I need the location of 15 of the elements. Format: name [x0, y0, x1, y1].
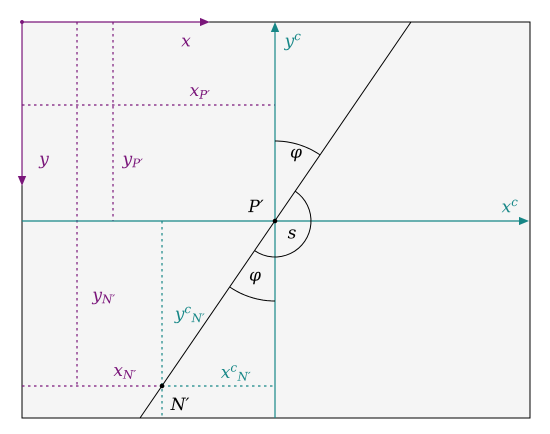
axis-label: y$^{c}$N′: [174, 306, 205, 324]
axis-label: N′: [170, 398, 190, 410]
axis-label: x$_{P′}$: [190, 87, 210, 99]
axis-label: y$_{N′}$: [92, 292, 116, 304]
axis-label: φ: [250, 272, 261, 284]
axis-label: P′: [248, 200, 264, 212]
axis-label: φ: [290, 148, 302, 162]
axis-label: s: [288, 229, 296, 239]
axis-label: x$^{c}$N′: [220, 365, 251, 381]
axis-label: x$^{c}$: [502, 200, 518, 212]
axis-label: y: [38, 156, 49, 168]
axis-label: x: [181, 38, 191, 46]
axis-label: y$_{P′}$: [122, 156, 143, 168]
axis-label: y$^{c}$: [284, 34, 301, 50]
axis-label: x$_{N′}$: [113, 367, 136, 379]
